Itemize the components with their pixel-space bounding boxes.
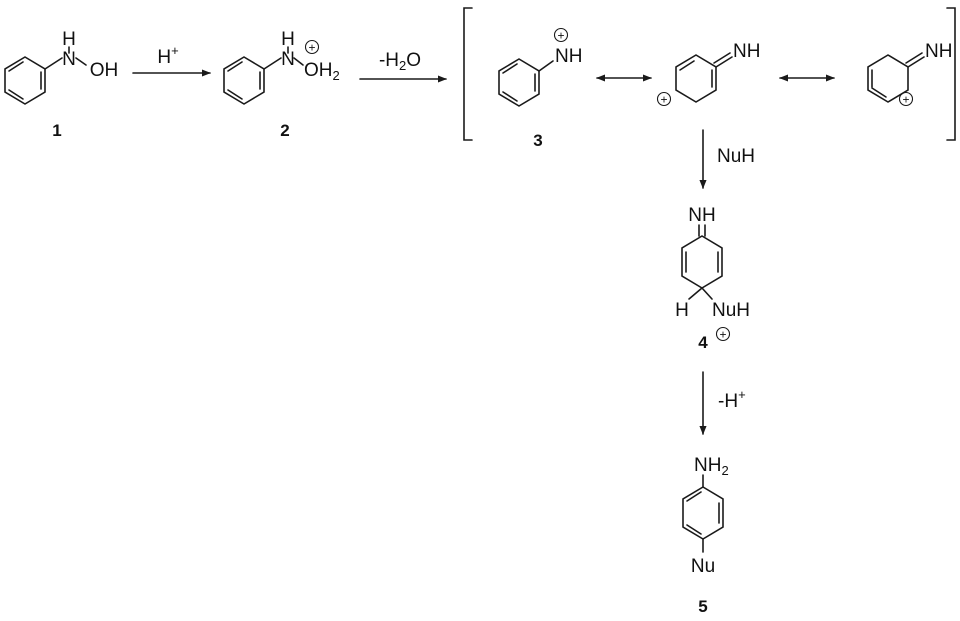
- benzene-ring: [498, 58, 540, 107]
- h-label: H: [62, 29, 76, 50]
- positive-charge: +: [656, 91, 672, 107]
- nh-label: NH: [555, 46, 582, 67]
- compound-2: H N OH2 + 2: [223, 29, 340, 140]
- compound-number-1: 1: [52, 121, 61, 140]
- compound-number-4: 4: [698, 333, 708, 352]
- n-bonds: [263, 57, 304, 70]
- nh2-label: NH2: [694, 455, 729, 478]
- resonance-structure-a: NH + 3: [498, 27, 582, 150]
- compound-number-3: 3: [533, 131, 542, 150]
- oh2-label: OH2: [304, 60, 340, 83]
- c-nu-bond: [701, 287, 713, 300]
- nuh-label: NuH: [712, 300, 750, 321]
- n-label: N: [281, 49, 295, 70]
- reagent-minus-h-plus: -H+: [718, 387, 746, 412]
- exocyclic-double-bond: [905, 52, 925, 68]
- positive-charge: +: [553, 27, 569, 43]
- c-n-bond: [538, 60, 554, 72]
- ring: [681, 235, 723, 289]
- nu-label: Nu: [691, 556, 715, 577]
- svg-text:+: +: [308, 41, 315, 55]
- right-bracket: [946, 7, 956, 141]
- ring-double-bonds: [679, 60, 713, 88]
- ch-bond: [688, 287, 703, 300]
- svg-text:+: +: [557, 29, 564, 43]
- compound-4: NH H NuH + 4: [675, 205, 750, 352]
- svg-text:+: +: [902, 93, 909, 107]
- oh-label: OH: [90, 60, 119, 81]
- positive-charge: +: [898, 91, 914, 107]
- resonance-structure-c: NH +: [867, 41, 952, 107]
- reagent-h-plus: H+: [157, 43, 178, 68]
- nh-label: NH: [688, 205, 715, 226]
- compound-5: NH2 Nu 5: [682, 455, 729, 616]
- reagent-nuh: NuH: [717, 146, 755, 167]
- benzene-ring: [4, 56, 46, 105]
- svg-text:+: +: [660, 93, 667, 107]
- ring: [675, 54, 717, 103]
- h-label: H: [675, 300, 689, 321]
- arrow-step-3: NuH: [699, 129, 755, 189]
- nh-label: NH: [733, 41, 760, 62]
- benzene-ring: [223, 56, 265, 105]
- exocyclic-double-bond: [713, 52, 733, 68]
- arrow-step-4: -H+: [699, 371, 746, 435]
- ring-double-bonds: [871, 69, 887, 98]
- resonance-structure-b: NH +: [656, 41, 760, 107]
- arrow-step-2: -H2O: [359, 50, 447, 83]
- positive-charge: +: [715, 326, 731, 342]
- svg-text:+: +: [719, 328, 726, 342]
- ring-double-bonds: [685, 251, 719, 273]
- benzene-ring: [682, 486, 724, 540]
- positive-charge: +: [304, 39, 320, 55]
- arrow-step-1: H+: [132, 43, 211, 77]
- compound-number-2: 2: [280, 121, 289, 140]
- compound-1: H N OH 1: [4, 29, 119, 140]
- reagent-minus-water: -H2O: [379, 50, 421, 73]
- n-label: N: [62, 49, 76, 70]
- nh-label: NH: [925, 41, 952, 62]
- h-label: H: [281, 29, 295, 50]
- n-bonds: [44, 57, 87, 70]
- compound-number-5: 5: [698, 597, 707, 616]
- exocyclic-double-bond: [698, 224, 706, 237]
- left-bracket: [463, 7, 473, 141]
